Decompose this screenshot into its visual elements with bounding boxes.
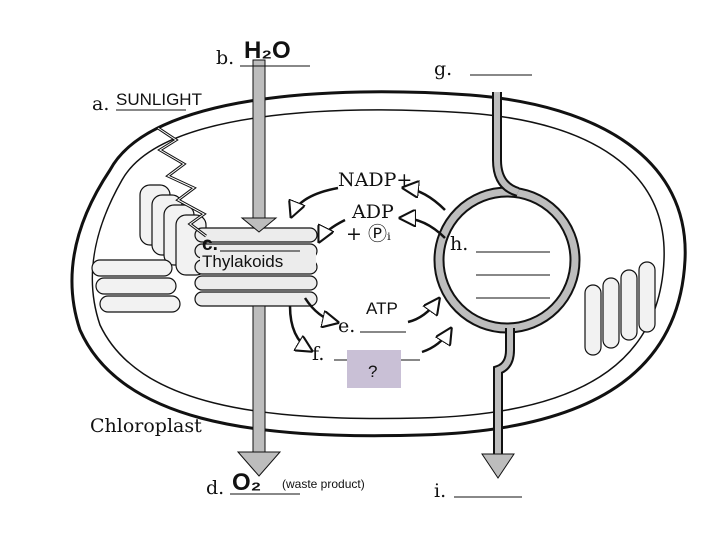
sugar-output-arrow-head (481, 453, 515, 479)
oxygen-arrow-shaft (252, 305, 266, 455)
label-d-letter: d. (206, 477, 224, 499)
water-arrow-head (240, 217, 278, 233)
phosphate-label: + Ⓟᵢ (346, 223, 391, 245)
sunlight-zigzag-inner (157, 127, 207, 237)
calvin-cycle-ring-inner (435, 188, 579, 332)
label-f-answer: ? (368, 362, 377, 381)
nadp-label: NADP+ (338, 169, 412, 191)
co2-input-arrow-fill (494, 92, 519, 195)
grana-stack-left-lower (91, 259, 181, 313)
sugar-output-arrow-fill (495, 328, 513, 458)
label-b-letter: b. (216, 47, 234, 69)
label-a-letter: a. (92, 93, 109, 115)
label-c-letter: c. (202, 234, 218, 255)
thylakoid-to-atp-arrow (303, 297, 336, 322)
answer-unknown-box (347, 350, 401, 388)
label-c-answer: Thylakoids (202, 252, 283, 271)
cycle-to-adp-arrow (402, 218, 446, 239)
adp-to-thylakoid-arrow (320, 218, 346, 240)
chloroplast-inner-membrane (91, 109, 665, 420)
label-f-letter: f. (312, 343, 324, 365)
adp-label: ADP (351, 201, 394, 223)
label-b-answer: H₂O (244, 37, 291, 64)
atp-to-cycle-arrow (407, 300, 438, 324)
label-i-letter: i. (434, 480, 446, 502)
label-d-answer: O₂ (232, 469, 261, 496)
label-d-note: (waste product) (282, 477, 365, 491)
grana-stack-right (584, 261, 656, 356)
grana-stack-left-upper (139, 184, 207, 276)
label-e-letter: e. (338, 315, 355, 337)
thylakoid-to-f-arrow (288, 305, 310, 350)
chloroplast-label: Chloroplast (90, 415, 202, 437)
label-a-answer: SUNLIGHT (116, 90, 202, 109)
cycle-to-nadp-arrow (405, 188, 446, 211)
label-e-answer: ATP (366, 299, 398, 318)
oxygen-arrow-head (236, 451, 282, 477)
water-arrow-shaft (252, 59, 266, 221)
chloroplast-outer-membrane (70, 90, 687, 438)
label-h-letter: h. (450, 233, 468, 255)
label-c-background (200, 252, 316, 270)
f-to-cycle-arrow (421, 330, 450, 354)
nadp-to-thylakoid-arrow (292, 186, 339, 215)
label-g-letter: g. (434, 58, 452, 80)
